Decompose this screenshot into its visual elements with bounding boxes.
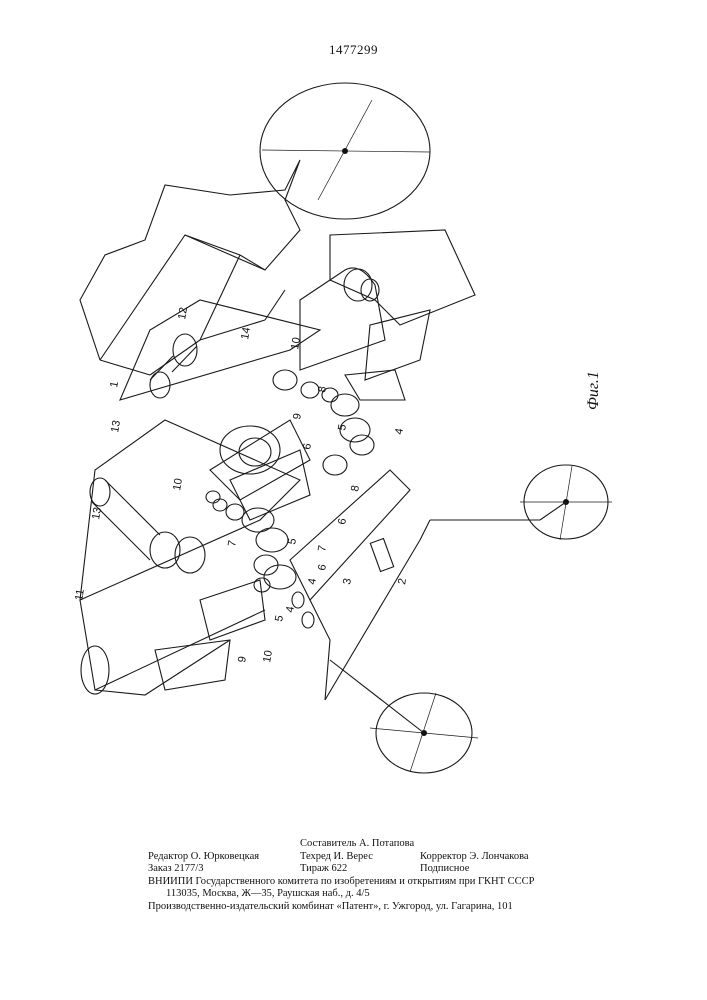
part-label: 3 — [341, 577, 354, 585]
part-label: 1 — [108, 380, 121, 388]
part-label: 10 — [261, 649, 275, 663]
publisher-line: Производственно-издательский комбинат «П… — [148, 901, 513, 914]
part-label: 9 — [236, 655, 249, 663]
part-label: 5 — [273, 614, 286, 622]
subscription-line: Подписное — [420, 863, 469, 876]
part-label: 2 — [396, 577, 409, 585]
part-label: 4 — [306, 577, 319, 585]
compiler-line: Составитель А. Потапова — [300, 838, 414, 851]
address-line: 113035, Москва, Ж—35, Раушская наб., д. … — [166, 888, 370, 901]
part-label: 7 — [226, 539, 239, 547]
part-label: 11 — [73, 588, 87, 601]
part-label: 5 — [286, 537, 299, 545]
figure-caption: Фиг.1 — [585, 371, 603, 410]
part-label: 9 — [291, 412, 304, 420]
part-label: 6 — [301, 442, 314, 450]
part-label: 7 — [316, 544, 329, 552]
circulation-line: Тираж 622 — [300, 863, 347, 876]
part-label: 10 — [289, 336, 303, 350]
corrector-line: Корректор Э. Лончакова — [420, 851, 529, 864]
part-label: 8 — [316, 385, 329, 393]
imprint-block: Составитель А. Потапова Редактор О. Юрко… — [148, 838, 568, 913]
order-line: Заказ 2177/3 — [148, 863, 203, 876]
part-label: 10 — [171, 477, 185, 491]
part-label: 6 — [336, 517, 349, 525]
techred-line: Техред И. Верес — [300, 851, 373, 864]
part-label: 13 — [109, 419, 123, 433]
part-label: 12 — [176, 306, 190, 320]
part-label: 14 — [239, 326, 253, 340]
part-label: 8 — [349, 484, 362, 492]
editor-line: Редактор О. Юрковецкая — [148, 851, 259, 864]
vniipi-line: ВНИИПИ Государственного комитета по изоб… — [148, 876, 535, 889]
part-label: 13 — [90, 506, 104, 520]
part-label: 6 — [316, 563, 329, 571]
hopper-1 — [80, 160, 300, 360]
hopper-right — [330, 230, 475, 325]
part-label: 5 — [336, 423, 349, 431]
part-labels: 1 2 3 4 4 4 5 5 5 6 6 6 7 7 8 8 9 9 10 1… — [73, 306, 409, 663]
part-label: 4 — [393, 427, 406, 435]
